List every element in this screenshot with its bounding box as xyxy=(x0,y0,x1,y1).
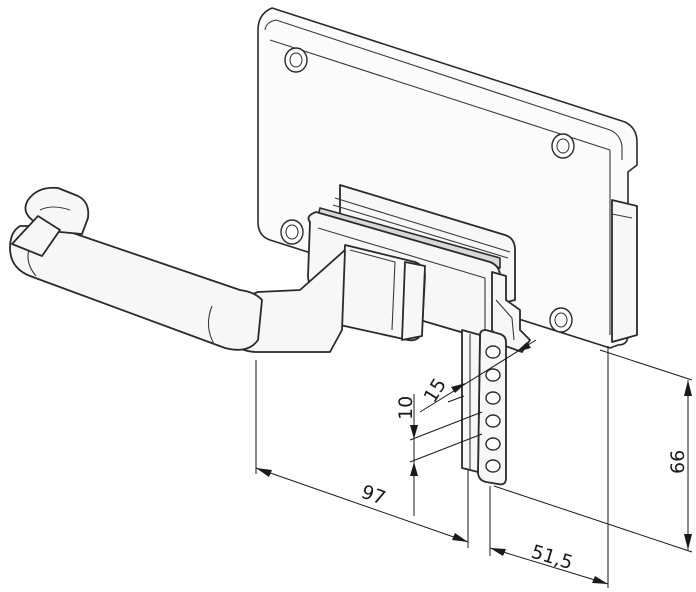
mounting-hole-bottom-right xyxy=(549,307,573,333)
follower-hole xyxy=(485,437,501,451)
dimension-15-label: 15 xyxy=(420,374,451,406)
follower-hole xyxy=(485,368,501,382)
follower-bar xyxy=(461,329,507,486)
mounting-hole-top-right xyxy=(551,133,575,159)
dimension-51-5: 51,5 xyxy=(489,346,609,588)
mounting-hole-bottom-left xyxy=(280,219,304,245)
follower-hole xyxy=(485,391,501,405)
follower-hole xyxy=(485,459,501,473)
dimension-10-label: 10 xyxy=(395,396,417,420)
dimension-66: 66 xyxy=(493,349,693,553)
follower-hole xyxy=(485,414,501,428)
dimension-10: 10 xyxy=(395,394,483,516)
dimension-66-label: 66 xyxy=(667,450,689,474)
dimension-51-5-label: 51,5 xyxy=(529,541,576,574)
mounting-hole-top-left xyxy=(284,47,308,73)
lever-handle xyxy=(9,186,426,353)
follower-hole xyxy=(485,345,501,359)
